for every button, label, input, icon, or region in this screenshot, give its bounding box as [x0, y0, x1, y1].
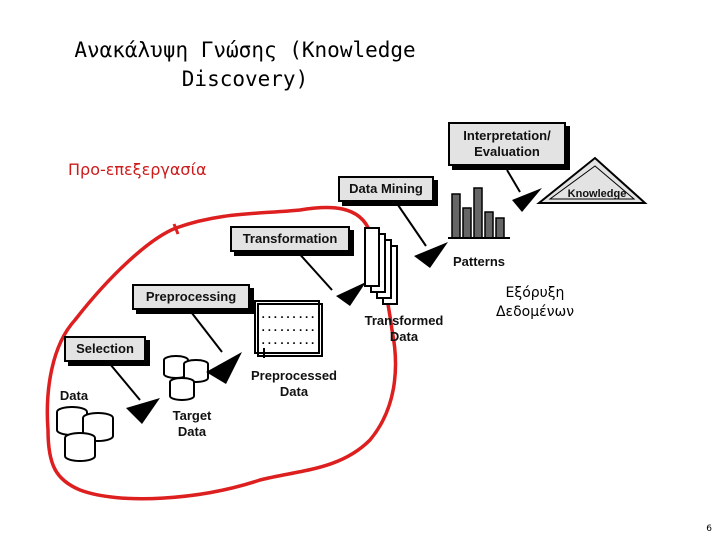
transformed-data-line-1: Transformed	[364, 313, 444, 328]
data-caption: Data	[59, 388, 89, 403]
transformed-data-caption: Transformed Data	[356, 313, 452, 345]
target-data-cylinders	[163, 355, 209, 401]
preprocessed-table-cells: ... ... ... ... ... ... ... ... ...	[260, 310, 316, 348]
page-number: 6	[706, 524, 712, 534]
table-cell: ...	[260, 310, 279, 321]
table-cell: ...	[278, 323, 298, 334]
patterns-chart	[448, 187, 510, 239]
preprocessed-data-caption: Preprocessed Data	[240, 368, 348, 400]
preprocessed-data-table	[254, 300, 323, 358]
title-line-1: Ανακάλυψη Γνώσης (Knowledge	[74, 38, 416, 62]
transformation-box-label: Transformation	[242, 231, 338, 246]
interpretation-label: Interpretation/	[463, 128, 551, 143]
selection-box: Selection	[64, 336, 146, 362]
data-mining-label-line-1: Εξόρυξη	[505, 285, 565, 301]
interpretation-evaluation-box: Interpretation/ Evaluation	[448, 122, 566, 166]
evaluation-label: Evaluation	[474, 144, 540, 159]
data-mining-group-label: Εξόρυξη Δεδομένων	[470, 284, 600, 322]
table-cell: ...	[278, 310, 298, 321]
target-data-caption: Target Data	[162, 408, 222, 440]
data-mining-box: Data Mining	[338, 176, 434, 202]
outline-tick	[172, 223, 180, 235]
title-line-2: Discovery)	[181, 67, 309, 91]
knowledge-label: Knowledge	[567, 188, 627, 200]
preprocessed-data-line-1: Preprocessed	[251, 368, 337, 383]
process-connectors	[109, 169, 521, 401]
table-cell: ...	[260, 323, 279, 334]
preprocessing-box: Preprocessing	[132, 284, 250, 310]
preprocessing-box-label: Preprocessing	[145, 289, 237, 304]
data-cylinders	[56, 406, 114, 462]
target-data-line-2: Data	[177, 424, 207, 439]
table-cell: ...	[260, 336, 279, 347]
selection-box-label: Selection	[76, 341, 134, 356]
transformation-box: Transformation	[230, 226, 350, 252]
preprocessing-group-label: Προ-επεξεργασία	[68, 160, 207, 179]
preprocessing-region-outline	[45, 205, 398, 501]
table-cell: ...	[297, 323, 316, 334]
data-mining-box-label: Data Mining	[349, 181, 423, 196]
knowledge-triangle-inner	[548, 165, 636, 200]
table-cell: ...	[297, 336, 316, 347]
page-title: Ανακάλυψη Γνώσης (Knowledge Discovery)	[40, 36, 450, 94]
patterns-caption: Patterns	[452, 254, 506, 269]
target-data-line-1: Target	[172, 408, 212, 423]
process-arrow-heads	[126, 188, 542, 424]
table-cell: ...	[297, 310, 316, 321]
transformed-data-sheets	[364, 227, 398, 305]
transformed-data-line-2: Data	[389, 329, 419, 344]
preprocessed-data-line-2: Data	[279, 384, 309, 399]
table-cell: ...	[278, 336, 298, 347]
knowledge-triangle	[536, 156, 648, 204]
data-mining-label-line-2: Δεδομένων	[495, 304, 575, 320]
